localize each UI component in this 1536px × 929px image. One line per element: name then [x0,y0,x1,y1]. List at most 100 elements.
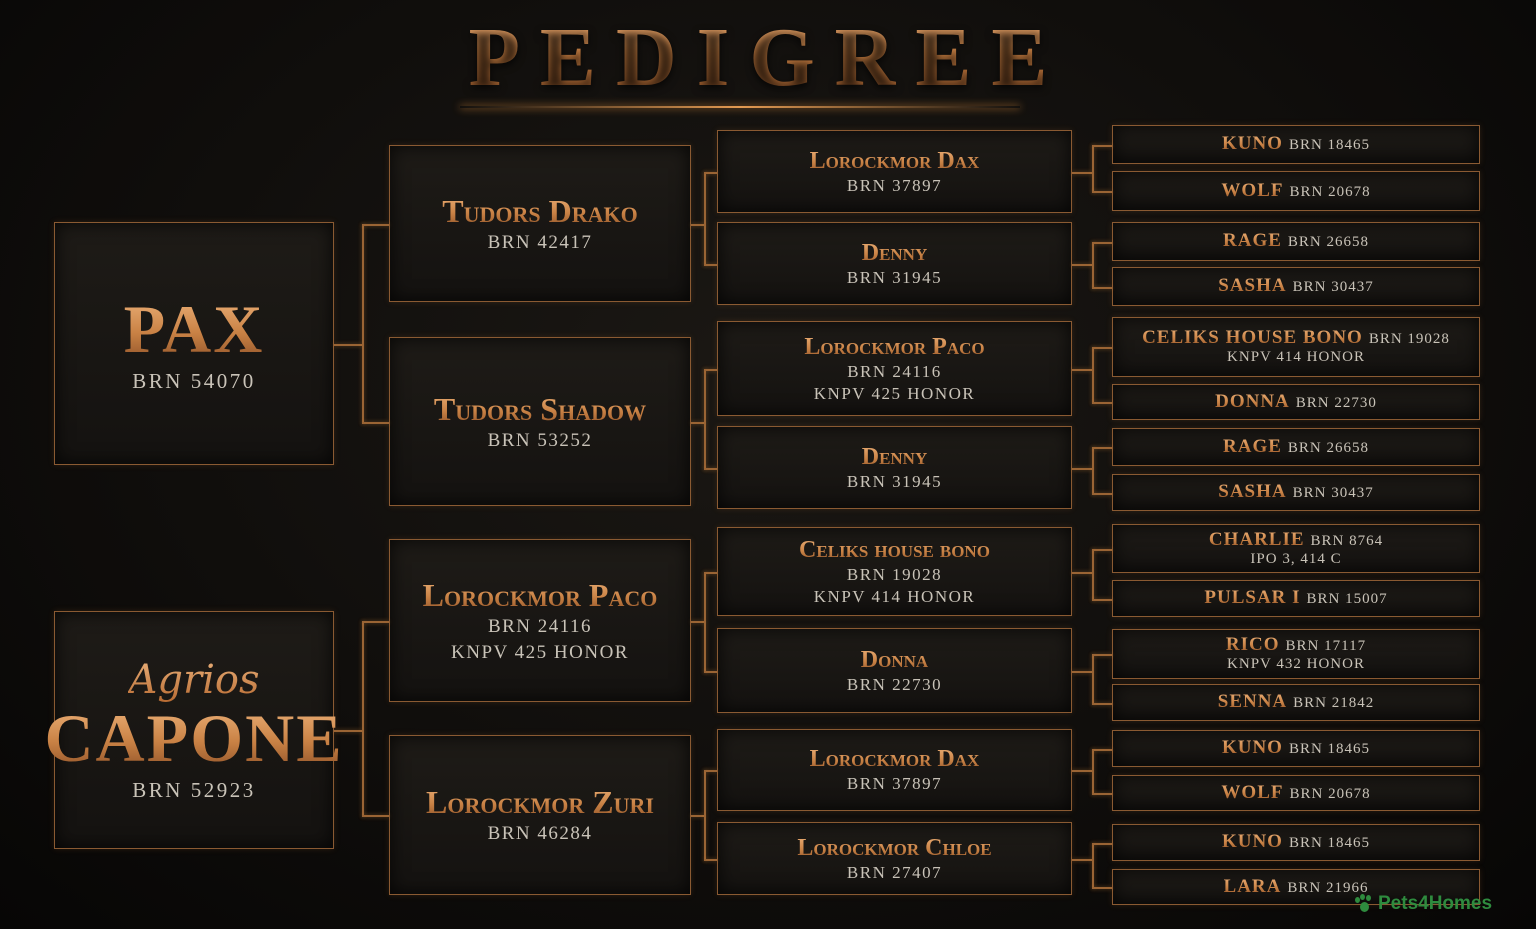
connector-line [1092,749,1112,751]
dog-name: KUNO [1221,737,1283,758]
watermark-text: Pets4Homes [1378,893,1493,914]
dog-name: RAGE [1223,435,1282,457]
connector-line [1092,242,1112,244]
dog-name: KUNO [1221,133,1283,154]
connector-line [704,264,717,266]
dog-name: CAPONE [44,699,344,776]
connector-line [362,422,389,424]
dog-line: CELIKS HOUSE BONO BRN 19028 [1142,328,1450,349]
dog-title: KNPV 414 HONOR [813,586,976,606]
connector-line [362,621,389,623]
dog-title: KNPV 425 HONOR [451,641,629,663]
dog-brn: BRN 31945 [846,471,943,491]
dog-title: KNPV 414 HONOR [1227,349,1365,365]
connector-line [1092,287,1112,289]
dog-brn: BRN 18465 [1288,835,1371,851]
dog-line: KUNO BRN 18465 [1222,832,1370,853]
dog-brn: BRN 19028 [1368,331,1450,347]
connector-line [704,572,706,673]
dog-card-gen4: LARA BRN 21966 [1112,869,1480,905]
connector-line [1092,191,1112,193]
connector-line [1092,347,1094,404]
connector-line [1092,447,1094,495]
connector-line [1092,493,1112,495]
connector-line [1092,703,1112,705]
dog-name: CHARLIE [1208,528,1305,550]
dog-name: Lorockmor Zuri [426,784,654,820]
connector-line [1072,468,1092,470]
connector-line [704,369,717,371]
connector-line [1092,793,1112,795]
connector-line [1092,749,1094,795]
connector-line [704,369,706,470]
dog-brn: BRN 22730 [846,674,943,694]
connector-line [1092,549,1112,551]
connector-line [704,572,717,574]
connector-line [1092,654,1112,656]
dog-brn: BRN 21966 [1287,879,1369,896]
dog-name: LARA [1223,875,1282,897]
page-title: PEDIGREE [0,10,1536,106]
dog-brn: BRN 8764 [1310,532,1384,549]
dog-brn: BRN 20678 [1289,183,1371,200]
connector-line [1092,843,1112,845]
connector-line [691,621,704,623]
connector-line [1092,347,1112,349]
connector-line [1092,242,1094,289]
connector-line [704,172,706,266]
dog-name: Denny [861,443,928,470]
connector-line [1092,654,1094,705]
dog-name: Lorockmor Paco [422,576,658,613]
dog-brn: BRN 54070 [132,369,256,393]
dog-brn: BRN 37897 [846,774,943,793]
connector-line [1072,572,1092,574]
dog-script-prefix: Agrios [128,656,260,703]
connector-line [704,671,717,673]
dog-brn: BRN 30437 [1292,485,1374,501]
connector-line [1092,447,1112,449]
connector-line [1072,770,1092,772]
dog-brn: BRN 24116 [487,615,593,637]
dog-card-gen4: WOLF BRN 20678 [1112,171,1480,211]
dog-name: CELIKS HOUSE BONO [1142,327,1363,348]
dog-brn: BRN 52923 [132,777,256,802]
connector-line [704,172,717,174]
connector-line [362,224,364,424]
dog-name: Lorockmor Paco [804,333,985,360]
dog-brn: BRN 24116 [847,361,942,381]
dog-brn: BRN 15007 [1306,591,1388,607]
dog-name: PAX [123,291,265,367]
dog-brn: BRN 30437 [1292,279,1374,295]
dog-name: KUNO [1221,831,1283,852]
dog-brn: BRN 27407 [846,862,943,882]
dog-name: WOLF [1221,179,1284,201]
dog-brn: BRN 18465 [1288,137,1371,153]
dog-brn: BRN 19028 [846,564,943,584]
connector-line [1092,549,1094,601]
